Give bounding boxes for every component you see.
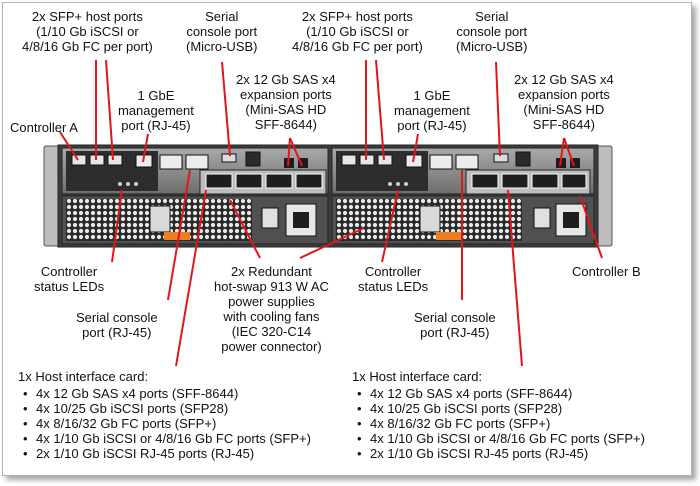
label-controller-b: Controller B bbox=[572, 264, 641, 279]
host-card-item: 4x 1/10 Gb iSCSI or 4/8/16 Gb FC ports (… bbox=[357, 431, 645, 446]
host-card-list-b: 1x Host interface card: 4x 12 Gb SAS x4 … bbox=[352, 369, 645, 461]
label-serial-usb-a: Serial console port (Micro-USB) bbox=[186, 9, 258, 54]
label-sas-expansion-b: 2x 12 Gb SAS x4 expansion ports (Mini-SA… bbox=[514, 72, 614, 132]
host-card-list-a: 1x Host interface card: 4x 12 Gb SAS x4 … bbox=[18, 369, 311, 461]
label-mgmt-port-a: 1 GbE management port (RJ-45) bbox=[118, 88, 194, 133]
label-serial-rj45-b: Serial console port (RJ-45) bbox=[414, 310, 496, 340]
callout-lines bbox=[59, 59, 603, 367]
host-card-item: 4x 12 Gb SAS x4 ports (SFF-8644) bbox=[23, 386, 311, 401]
label-sfp-host-ports-a: 2x SFP+ host ports (1/10 Gb iSCSI or 4/8… bbox=[22, 9, 153, 54]
power-supply-a bbox=[61, 195, 329, 245]
host-card-item: 4x 10/25 Gb iSCSI ports (SFP28) bbox=[357, 401, 645, 416]
label-mgmt-port-b: 1 GbE management port (RJ-45) bbox=[394, 88, 470, 133]
host-card-item: 4x 10/25 Gb iSCSI ports (SFP28) bbox=[23, 401, 311, 416]
host-card-title: 1x Host interface card: bbox=[18, 369, 149, 384]
host-card-item: 4x 12 Gb SAS x4 ports (SFF-8644) bbox=[357, 386, 645, 401]
label-status-leds-a: Controller status LEDs bbox=[34, 264, 105, 294]
release-tab-a bbox=[164, 232, 190, 240]
controller-a-module bbox=[61, 147, 329, 195]
host-card-item: 4x 8/16/32 Gb FC ports (SFP+) bbox=[23, 416, 311, 431]
label-serial-usb-b: Serial console port (Micro-USB) bbox=[456, 9, 528, 54]
label-status-leds-b: Controller status LEDs bbox=[358, 264, 429, 294]
host-card-title: 1x Host interface card: bbox=[352, 369, 483, 384]
host-card-item: 4x 8/16/32 Gb FC ports (SFP+) bbox=[357, 416, 645, 431]
release-tab-b bbox=[436, 232, 462, 240]
label-sfp-host-ports-b: 2x SFP+ host ports (1/10 Gb iSCSI or 4/8… bbox=[292, 9, 423, 54]
host-card-item: 4x 1/10 Gb iSCSI or 4/8/16 Gb FC ports (… bbox=[23, 431, 311, 446]
label-power-supplies: 2x Redundant hot-swap 913 W AC power sup… bbox=[214, 264, 329, 354]
host-card-item: 2x 1/10 Gb iSCSI RJ-45 ports (RJ-45) bbox=[357, 446, 645, 461]
host-card-item: 2x 1/10 Gb iSCSI RJ-45 ports (RJ-45) bbox=[23, 446, 311, 461]
label-sas-expansion-a: 2x 12 Gb SAS x4 expansion ports (Mini-SA… bbox=[236, 72, 336, 132]
label-controller-a: Controller A bbox=[10, 120, 78, 135]
label-serial-rj45-a: Serial console port (RJ-45) bbox=[76, 310, 158, 340]
